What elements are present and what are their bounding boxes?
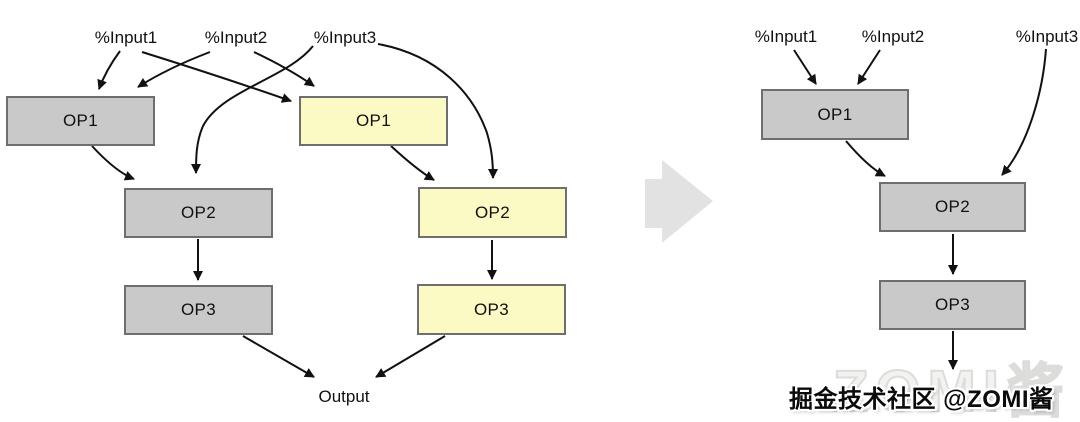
right-op3-node: OP3 [879, 280, 1026, 330]
edge-gray-op3-to-output [242, 335, 315, 378]
left-gray-op1-node: OP1 [6, 96, 155, 146]
right-input2-label: %Input2 [861, 27, 925, 46]
left-yellow-op2-node: OP2 [418, 187, 567, 238]
edge-input2-to-gray-op1 [137, 51, 211, 88]
left-yellow-op3-node: OP3 [417, 284, 566, 335]
community-watermark: 掘金技术社区 @ZOMI酱 [789, 386, 1054, 413]
left-yellow-op1-node: OP1 [299, 96, 448, 146]
left-output-label: Output [318, 387, 370, 406]
edge-r-input1-to-op1 [793, 49, 817, 85]
edge-input1-to-yellow-op1 [141, 51, 292, 103]
edge-r-op1-to-op2 [845, 140, 886, 177]
left-gray-op3-node: OP3 [124, 285, 273, 335]
left-input1-label: %Input1 [94, 28, 158, 47]
edge-r-input2-to-op1 [857, 49, 881, 85]
edge-input1-to-gray-op1 [97, 50, 121, 90]
edge-yellow-op3-to-output [375, 335, 446, 378]
edge-yellow-op1-to-op2 [390, 145, 435, 181]
transform-arrow-icon [645, 160, 713, 243]
edge-input3-to-gray-op2 [191, 45, 314, 174]
left-input3-label: %Input3 [313, 28, 377, 47]
left-gray-op2-node: OP2 [124, 188, 273, 238]
left-input2-label: %Input2 [204, 28, 268, 47]
edge-gray-op1-to-op2 [91, 145, 135, 181]
right-input3-label: %Input3 [1015, 27, 1079, 46]
right-input1-label: %Input1 [754, 27, 818, 46]
right-op1-node: OP1 [761, 89, 909, 140]
edge-input3-to-yellow-op2 [377, 43, 498, 179]
right-op2-node: OP2 [879, 182, 1026, 232]
edge-r-input3-to-op2 [1001, 48, 1047, 176]
